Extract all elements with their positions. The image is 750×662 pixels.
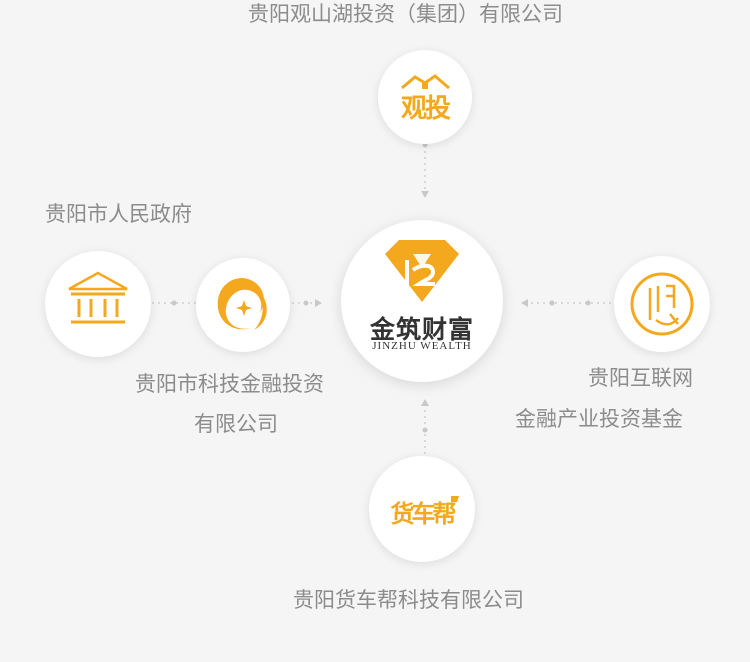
right-partner-label-line2: 金融产业投资基金 (515, 407, 683, 431)
center-logo-subtext: JINZHU WEALTH (372, 340, 472, 352)
left-inner-partner-logo (196, 258, 290, 352)
seal-logo-icon (630, 272, 694, 336)
top-partner-logo: 观投 (378, 50, 472, 144)
government-building-icon (68, 271, 128, 324)
right-partner-label-line1: 贵阳互联网 (588, 366, 693, 390)
top-partner-label: 贵阳观山湖投资（集团）有限公司 (248, 2, 563, 26)
bottom-partner-logo-text: 货车帮 (390, 500, 457, 528)
house-icon (401, 74, 450, 90)
left-outer-partner-label: 贵阳市人民政府 (45, 202, 192, 226)
center-logo: 金筑财富 JINZHU WEALTH (341, 220, 503, 382)
left-inner-partner-label-line1: 贵阳市科技金融投资 (135, 372, 324, 396)
right-partner-logo (614, 256, 710, 352)
bottom-partner-logo: 货车帮 (369, 456, 475, 562)
left-inner-partner-label-line2: 有限公司 (194, 412, 278, 436)
flag-icon (451, 496, 459, 502)
center-logo-text: 金筑财富 (369, 315, 474, 344)
bottom-partner-label: 贵阳货车帮科技有限公司 (293, 588, 524, 612)
left-outer-partner-logo (45, 251, 151, 357)
top-partner-logo-text: 观投 (400, 94, 451, 124)
swirl-logo-icon (217, 278, 267, 330)
diamond-logo-icon (385, 240, 459, 302)
